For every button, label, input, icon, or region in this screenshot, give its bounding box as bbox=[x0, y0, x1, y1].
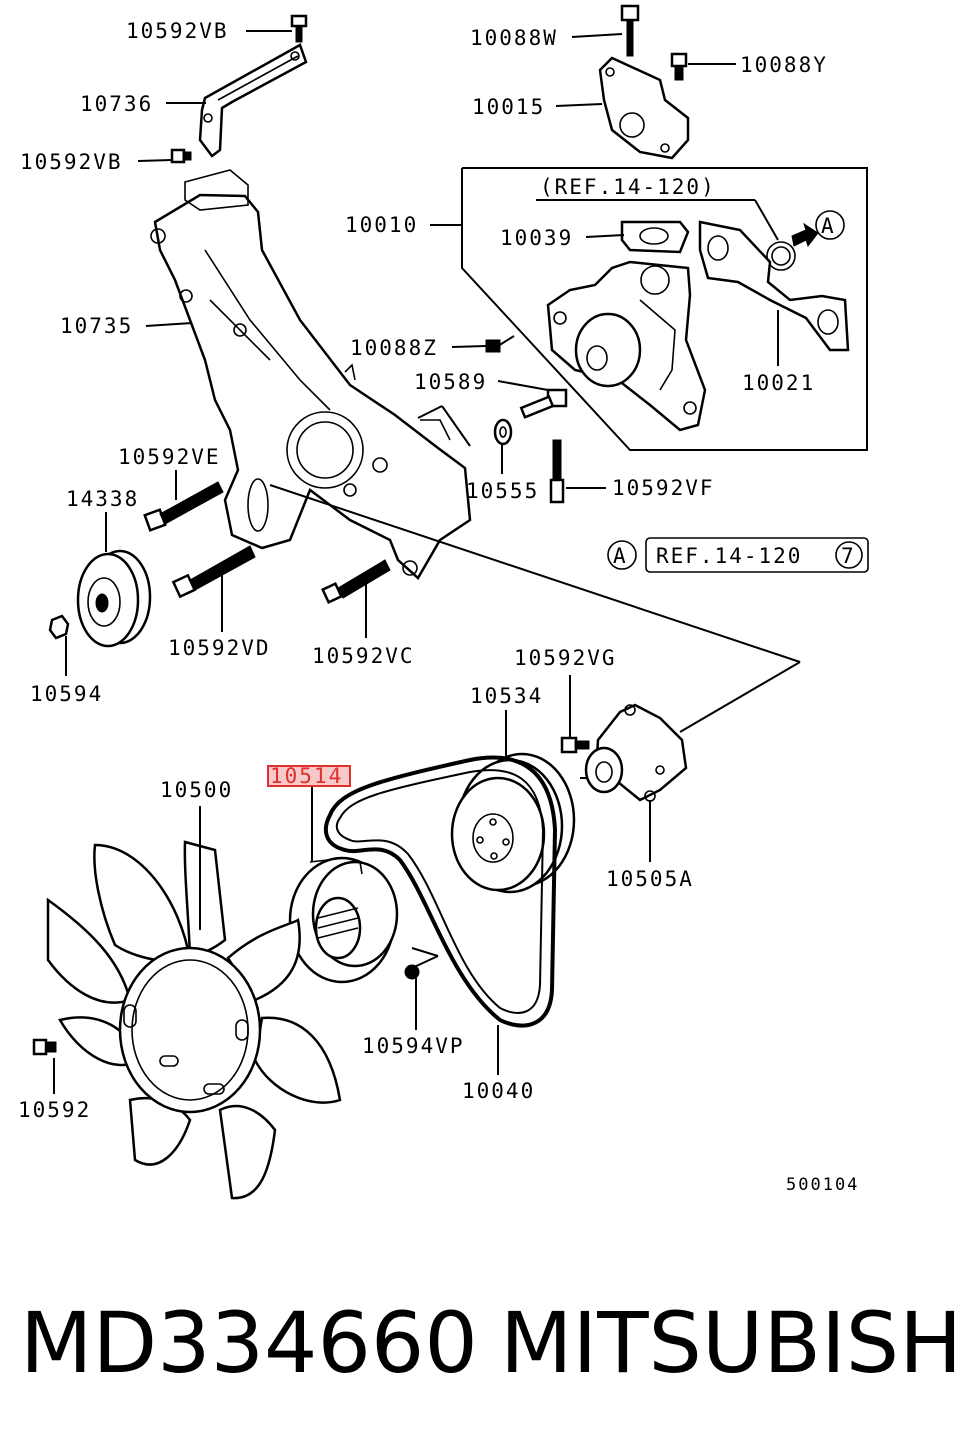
part-label: 10594 bbox=[30, 682, 103, 706]
part-label: 10088W bbox=[470, 26, 558, 50]
part-label: 10088Y bbox=[740, 53, 828, 77]
marker-a-ref: A bbox=[613, 544, 628, 568]
idler-pulley-14338-drawing bbox=[76, 549, 152, 648]
bolt-10592VB-bot-drawing bbox=[170, 148, 192, 164]
part-label: 10589 bbox=[414, 370, 487, 394]
bolt-10592VG-drawing bbox=[560, 736, 590, 754]
part-label: 10735 bbox=[60, 314, 133, 338]
bolt-10088Y-drawing bbox=[670, 52, 688, 81]
part-label: 14338 bbox=[66, 487, 139, 511]
part-label: 10505A bbox=[606, 867, 694, 891]
part-label: 10592VB bbox=[20, 150, 123, 174]
bracket-10736-drawing bbox=[198, 43, 308, 158]
ref-note: (REF.14-120) bbox=[540, 175, 716, 199]
bolt-10592VD-drawing bbox=[171, 545, 256, 599]
part-label: 10088Z bbox=[350, 336, 438, 360]
ref-box bbox=[645, 537, 869, 573]
ref-box-text: REF.14-120 bbox=[656, 544, 802, 568]
part-label: 10015 bbox=[472, 95, 545, 119]
bolt-10592VB-top-drawing bbox=[290, 14, 308, 43]
bolt-10088Z-drawing bbox=[485, 335, 515, 353]
brand-caption: MITSUBISHI bbox=[500, 1294, 960, 1392]
part-label: 10592VC bbox=[312, 644, 415, 668]
marker-a-circle-top bbox=[815, 210, 845, 240]
diagram-code: 500104 bbox=[786, 1175, 859, 1195]
bolt-10592VC-drawing bbox=[321, 559, 391, 604]
gasket-10021-drawing bbox=[698, 220, 850, 352]
o-ring-drawing bbox=[766, 241, 796, 271]
part-label: 10040 bbox=[462, 1079, 535, 1103]
gasket-10039-drawing bbox=[620, 220, 690, 254]
tensioner-10505A-drawing bbox=[584, 703, 688, 802]
water-pump-drawing bbox=[546, 260, 707, 432]
part-label-highlighted: 10514 bbox=[270, 764, 343, 788]
bolt-10088W-drawing bbox=[620, 4, 640, 57]
part-label: 10592VF bbox=[612, 476, 715, 500]
part-label: 10021 bbox=[742, 371, 815, 395]
part-label: 10592VB bbox=[126, 19, 229, 43]
bolt-10589-drawing bbox=[519, 388, 568, 419]
housing-10015-drawing bbox=[598, 56, 690, 160]
fan-clutch-10514-drawing bbox=[288, 856, 420, 984]
water-pump-group-frame bbox=[461, 167, 868, 451]
part-label: 10039 bbox=[500, 226, 573, 250]
belt-10040-drawing bbox=[323, 755, 558, 1028]
marker-a-top: A bbox=[821, 214, 836, 238]
leader-lines bbox=[53, 30, 801, 1094]
part-label: 10594VP bbox=[362, 1034, 465, 1058]
stud-10592VF-drawing bbox=[549, 439, 565, 504]
bolt-10592-drawing bbox=[32, 1038, 57, 1056]
ref-box-circle bbox=[835, 541, 863, 569]
part-label: 10592VD bbox=[168, 636, 271, 660]
part-number-caption: MD334660 bbox=[20, 1294, 478, 1392]
bracket-10735-drawing bbox=[150, 169, 472, 580]
part-label: 10592VE bbox=[118, 445, 221, 469]
ref-box-circle-number: 7 bbox=[841, 544, 856, 568]
part-label: 10592 bbox=[18, 1098, 91, 1122]
part-label: 10555 bbox=[466, 479, 539, 503]
part-label: 10736 bbox=[80, 92, 153, 116]
o-ring-inner-drawing bbox=[771, 246, 791, 266]
part-label: 10592VG bbox=[514, 646, 617, 670]
washer-10555-drawing bbox=[493, 418, 513, 446]
nut-10594-drawing bbox=[48, 614, 70, 640]
crank-pulley-10534-drawing bbox=[450, 752, 576, 894]
fan-10500-drawing bbox=[46, 840, 342, 1200]
part-labels: 10592VB 10736 10592VB 10088W 10088Y 1001… bbox=[18, 19, 828, 1122]
part-label: 10010 bbox=[345, 213, 418, 237]
arrow-to-a-icon bbox=[791, 222, 819, 248]
bolt-10592VE-drawing bbox=[143, 481, 224, 532]
part-label: 10500 bbox=[160, 778, 233, 802]
marker-a-circle-ref bbox=[607, 540, 637, 570]
part-label: 10534 bbox=[470, 684, 543, 708]
highlight-box bbox=[267, 765, 351, 787]
